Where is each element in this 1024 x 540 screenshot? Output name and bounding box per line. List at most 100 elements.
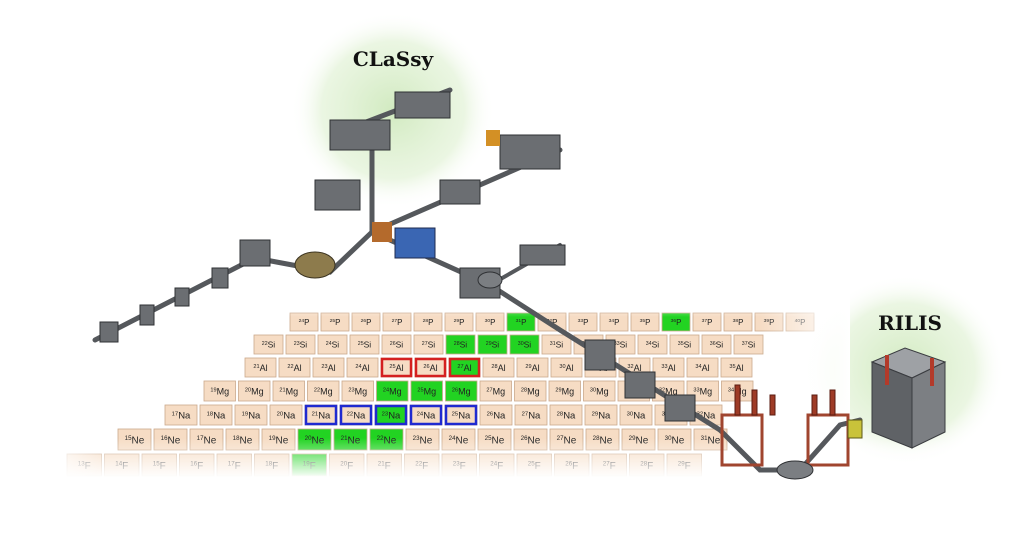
nuclide-label: 24P: [299, 318, 310, 327]
nuclide-label: 38P: [733, 318, 744, 327]
nuclide-label: 30Al: [559, 363, 573, 373]
cooler-buncher: [294, 251, 336, 279]
nuclide-cell: [477, 334, 508, 355]
nuclide-label: 33Mg: [693, 386, 712, 396]
nuclide-label: 29P: [454, 318, 465, 327]
nuclide-cell: [550, 357, 583, 378]
nuclide-label: 33Al: [661, 363, 675, 373]
nuclide-label: 35Si: [678, 340, 692, 350]
nuclide-label: 21Al: [253, 363, 267, 373]
nuclide-cell: [272, 380, 305, 402]
beam-module: [584, 339, 616, 371]
nuclide-cell: [410, 380, 443, 402]
beam-module: [439, 179, 481, 205]
nuclide-cell: [514, 404, 548, 426]
nuclide-label: 34P: [609, 318, 620, 327]
rilis-chamber: [776, 460, 814, 480]
nuclide-cell: [549, 404, 583, 426]
highlight-frame-red: [448, 357, 481, 378]
nuclide-label: 25Mg: [417, 386, 436, 396]
nuclide-cell: [509, 334, 540, 355]
nuclide-label: 23Al: [321, 363, 335, 373]
nuclide-label: 23Mg: [348, 386, 367, 396]
nuclide-label: 26Na: [487, 411, 506, 422]
beam-module: [499, 134, 561, 170]
nuclide-cell: [234, 404, 268, 426]
nuclide-label: 24Na: [417, 411, 436, 422]
chart-fade-top: [250, 295, 850, 317]
equipment: [99, 91, 947, 480]
nuclide-cell: [701, 334, 732, 355]
highlight-frame-blue: [444, 404, 478, 426]
nuclide-label: 29Na: [592, 411, 611, 422]
rilis-cabinet: [870, 347, 947, 449]
highlight-frame-blue: [374, 404, 408, 426]
chart-fade-left: [40, 420, 100, 480]
chart-fade-right: [760, 295, 850, 475]
nuclide-label: 35Al: [729, 363, 743, 373]
nuclide-label: 22Al: [287, 363, 301, 373]
beam-module: [329, 119, 391, 151]
nuclide-cell: [652, 357, 685, 378]
nuclide-cell: [346, 357, 379, 378]
nuclide-label: 31P: [516, 318, 527, 327]
nuclide-label: 31Si: [550, 340, 564, 350]
nuclide-label: 32Na: [697, 411, 716, 422]
nuclide-label: 26P: [361, 318, 372, 327]
beam-module: [314, 179, 361, 211]
nuclide-cell: [669, 334, 700, 355]
beam-module: [174, 287, 190, 307]
nuclide-label: 28Mg: [521, 386, 540, 396]
nuclide-cell: [244, 357, 277, 378]
rilis-pump: [847, 419, 863, 439]
nuclide-cell: [341, 380, 374, 402]
nuclide-label: 28Na: [557, 411, 576, 422]
chart-fade-floor: [0, 478, 1024, 540]
nuclide-label: 37P: [702, 318, 713, 327]
nuclide-label: 19Mg: [210, 386, 229, 396]
nuclide-cell: [583, 380, 616, 402]
nuclide-cell: [720, 357, 753, 378]
highlight-frame-red: [414, 357, 447, 378]
nuclide-cell: [307, 380, 340, 402]
nuclide-label: 30Na: [627, 411, 646, 422]
nuclide-label: 17Na: [172, 411, 191, 422]
beam-module: [394, 91, 451, 119]
chart-fade-bottom: [0, 438, 1024, 478]
nuclide-cell: [686, 357, 719, 378]
nuclide-label: 23Si: [294, 340, 308, 350]
rilis-post: [769, 394, 776, 416]
nuclide-cell: [445, 334, 476, 355]
nuclide-label: 20Mg: [245, 386, 264, 396]
nuclide-label: 29Mg: [555, 386, 574, 396]
rilis-post: [811, 394, 818, 416]
nuclide-label: 27Mg: [486, 386, 505, 396]
nuclide-cell: [541, 334, 572, 355]
nuclide-cell: [548, 380, 581, 402]
nuclide-label: 25Al: [389, 363, 403, 373]
beam-module: [211, 267, 229, 289]
nuclide-cell: [278, 357, 311, 378]
nuclide-label: 32Al: [627, 363, 641, 373]
nuclide-label: 24Si: [326, 340, 340, 350]
nuclide-cell: [514, 380, 547, 402]
nuclide-label: 24Al: [355, 363, 369, 373]
nuclide-label: 29Si: [486, 340, 500, 350]
nuclide-label: 26Mg: [452, 386, 471, 396]
nuclide-label: 29Al: [525, 363, 539, 373]
nuclide-label: 20Na: [277, 411, 296, 422]
nuclide-label: 26Si: [390, 340, 404, 350]
nuclide-label: 19Na: [242, 411, 261, 422]
switch-box: [372, 222, 392, 242]
nuclide-cell: [203, 380, 236, 402]
nuclide-cell: [482, 357, 515, 378]
highlight-frame-blue: [409, 404, 443, 426]
nuclide-cell: [253, 334, 284, 355]
nuclide-cell: [584, 404, 618, 426]
nuclide-label: 23Na: [382, 411, 401, 422]
classy-laser-part: [486, 130, 500, 146]
nuclide-label: 34Al: [695, 363, 709, 373]
highlight-frame-red: [380, 357, 413, 378]
